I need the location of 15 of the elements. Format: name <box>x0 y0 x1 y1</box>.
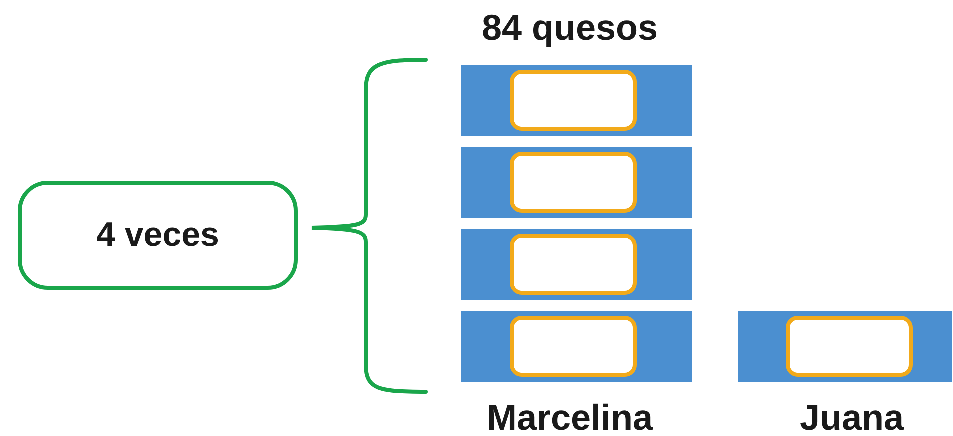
node-text: 4 veces <box>96 216 220 255</box>
rounded-box <box>18 181 298 290</box>
bar <box>461 147 692 218</box>
bar <box>461 229 692 300</box>
bar <box>461 311 692 382</box>
answer-box <box>510 316 637 377</box>
bar <box>738 311 952 382</box>
answer-box <box>510 152 637 213</box>
bar <box>461 65 692 136</box>
answer-box <box>510 234 637 295</box>
name-label: Marcelina <box>486 400 654 436</box>
name-label: Juana <box>800 400 904 436</box>
quantity-label: 84 quesos <box>482 10 658 46</box>
answer-box <box>510 70 637 131</box>
answer-box <box>786 316 913 377</box>
